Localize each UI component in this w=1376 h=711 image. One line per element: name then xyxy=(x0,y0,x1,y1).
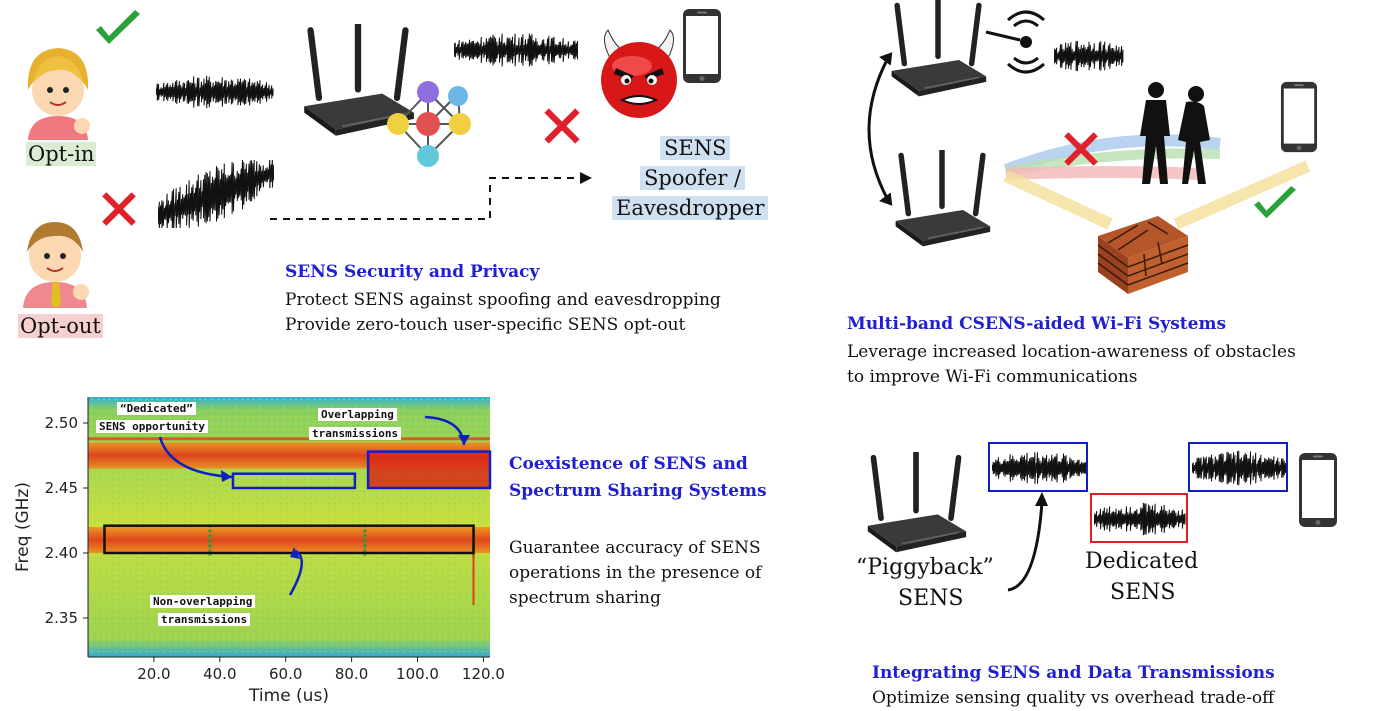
spectrogram-edge-line xyxy=(88,437,490,441)
brick-wall-icon xyxy=(1097,216,1189,294)
waveform-trace xyxy=(1094,502,1186,536)
annot-nonoverlap-line1: Non-overlapping xyxy=(150,595,256,608)
waveform-trace xyxy=(1054,40,1124,72)
opt-in-waveform xyxy=(156,75,274,109)
spectrogram-overlap-region xyxy=(368,451,490,488)
y-tick-label: 2.35 xyxy=(45,609,78,627)
waveform-trace xyxy=(992,452,1086,484)
x-tick-label: 80.0 xyxy=(335,665,368,683)
opt-in-user-avatar xyxy=(27,48,90,140)
spectrogram-lower-band xyxy=(88,527,490,553)
multiband-phone-icon xyxy=(1280,80,1318,154)
attacker-label-line1: SENS xyxy=(660,136,731,160)
x-tick-label: 120.0 xyxy=(462,665,505,683)
waveform-trace xyxy=(1192,450,1286,486)
opt-out-label: Opt-out xyxy=(18,314,103,338)
coexistence-desc-line1: Guarantee accuracy of SENS xyxy=(509,538,761,558)
opt-in-check-icon xyxy=(92,10,144,50)
success-check-icon xyxy=(1250,186,1300,224)
security-desc-line1: Protect SENS against spoofing and eavesd… xyxy=(285,290,721,310)
coexistence-desc-line3: spectrum sharing xyxy=(509,588,661,608)
coexistence-desc-line2: operations in the presence of xyxy=(509,563,762,583)
y-axis-label: Freq (GHz) xyxy=(13,482,33,572)
integration-title: Integrating SENS and Data Transmissions xyxy=(872,663,1275,683)
annot-dedicated-line2: SENS opportunity xyxy=(96,420,208,433)
data-packet-2-waveform xyxy=(1192,450,1286,486)
integration-phone-icon xyxy=(1298,452,1338,528)
waveform-trace xyxy=(156,75,274,109)
annot-dedicated-line1: “Dedicated” xyxy=(117,402,196,415)
opt-in-label: Opt-in xyxy=(26,142,97,166)
devil-attacker-icon xyxy=(601,29,677,118)
security-title: SENS Security and Privacy xyxy=(285,262,540,282)
integration-desc-line1: Optimize sensing quality vs overhead tra… xyxy=(872,688,1275,708)
attacker-label-line3: Eavesdropper xyxy=(612,196,769,220)
eavesdrop-dashed-arrow xyxy=(270,172,592,220)
waveform-trace xyxy=(454,33,578,67)
waveform-trace xyxy=(158,160,274,228)
attacker-label-line2: Spoofer / xyxy=(640,166,746,190)
x-tick-label: 100.0 xyxy=(396,665,439,683)
router-output-waveform xyxy=(454,33,578,67)
opt-out-cross-icon xyxy=(98,188,140,230)
security-desc-line2: Provide zero-touch user-specific SENS op… xyxy=(285,315,686,335)
data-packet-1-waveform xyxy=(992,452,1086,484)
dedicated-sens-box xyxy=(231,472,357,490)
sensing-signal-icon xyxy=(985,10,1045,74)
y-tick-label: 2.40 xyxy=(45,544,78,562)
spectrogram-chart: 20.0 40.0 60.0 80.0 100.0 120.0 2.50 2.45 2.40 2.… xyxy=(13,397,505,706)
x-tick-label: 20.0 xyxy=(137,665,170,683)
dedicated-label-line1: Dedicated xyxy=(1085,549,1199,574)
data-packet-1 xyxy=(988,442,1088,492)
piggyback-label-line2: SENS xyxy=(898,586,964,611)
annot-overlapping-line1: Overlapping xyxy=(318,408,397,421)
piggyback-arrow xyxy=(1007,492,1048,592)
nonoverlap-box xyxy=(103,524,475,555)
walking-people-icon xyxy=(1140,82,1210,184)
x-tick-label: 60.0 xyxy=(269,665,302,683)
dedicated-sens-packet xyxy=(1090,493,1188,543)
attacker-cross-icon xyxy=(540,104,584,148)
y-tick-label: 2.50 xyxy=(45,414,78,432)
data-packet-2 xyxy=(1188,442,1288,492)
blocked-cross-icon xyxy=(1060,128,1102,170)
band-switch-arrow xyxy=(867,52,893,206)
dedicated-label-line2: SENS xyxy=(1110,580,1176,605)
x-axis-label: Time (us) xyxy=(248,686,329,706)
annot-nonoverlap-line2: transmissions xyxy=(158,613,251,626)
annot-overlapping-line2: transmissions xyxy=(309,427,402,440)
multiband-desc-line2: to improve Wi-Fi communications xyxy=(847,367,1138,387)
x-tick-label: 40.0 xyxy=(203,665,236,683)
coexistence-title-line1: Coexistence of SENS and xyxy=(509,454,748,474)
coexistence-title-line2: Spectrum Sharing Systems xyxy=(509,481,767,501)
overlapping-box xyxy=(366,450,492,490)
opt-out-waveform xyxy=(158,160,274,228)
piggyback-label-line1: “Piggyback” xyxy=(856,555,994,580)
multiband-title: Multi-band CSENS-aided Wi-Fi Systems xyxy=(847,314,1227,334)
annotation-arrows xyxy=(158,415,470,596)
neural-network-icon xyxy=(387,81,471,167)
y-tick-label: 2.45 xyxy=(45,479,78,497)
attacker-phone-icon xyxy=(682,8,722,84)
opt-out-user-avatar xyxy=(23,222,89,308)
multiband-desc-line1: Leverage increased location-awareness of… xyxy=(847,342,1296,362)
dedicated-sens-waveform xyxy=(1094,502,1186,536)
multiband-waveform xyxy=(1054,40,1124,72)
integration-router-icon xyxy=(864,452,968,556)
